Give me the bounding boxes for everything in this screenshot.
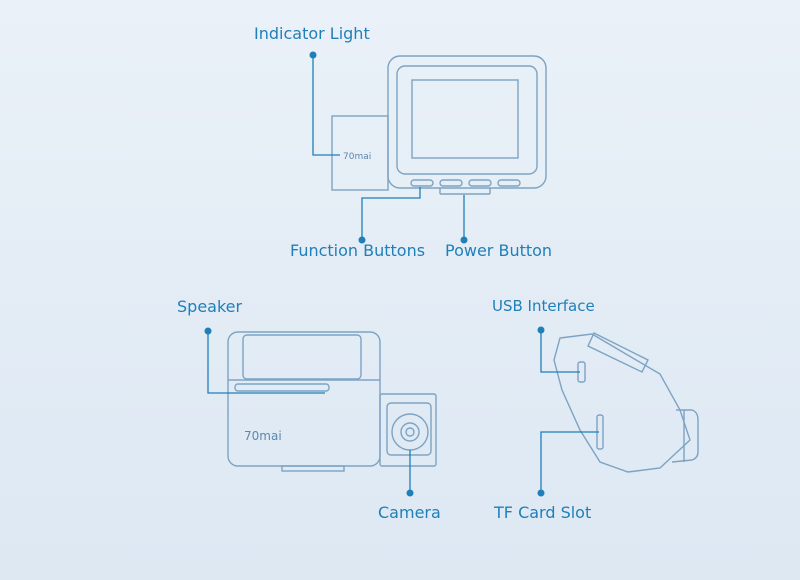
label-function-buttons: Function Buttons xyxy=(290,241,426,260)
callouts-bottom-left xyxy=(207,331,411,493)
label-speaker: Speaker xyxy=(177,297,243,316)
label-usb-interface: USB Interface xyxy=(492,297,595,315)
callout-dot xyxy=(537,326,545,334)
callout-dot xyxy=(537,489,545,497)
callout-dot xyxy=(309,51,317,59)
callout-dot xyxy=(460,236,468,244)
dashcam-front-view xyxy=(227,331,437,472)
label-indicator-light: Indicator Light xyxy=(254,24,370,43)
callouts-top xyxy=(312,55,465,240)
mount xyxy=(242,334,362,380)
side-body xyxy=(553,333,691,473)
function-button xyxy=(410,179,434,187)
label-power-button: Power Button xyxy=(445,241,553,260)
dashcam-side-view xyxy=(553,332,699,473)
label-camera: Camera xyxy=(378,503,441,522)
function-button xyxy=(439,179,463,187)
camera-module xyxy=(379,393,437,467)
power-button-shape xyxy=(497,179,521,187)
camera-lens xyxy=(391,413,429,451)
brand-logo-front: 70mai xyxy=(244,429,282,443)
side-mount xyxy=(587,332,649,373)
device-body-front xyxy=(227,331,381,467)
screen xyxy=(411,79,519,159)
callout-dot xyxy=(406,489,414,497)
callout-dot xyxy=(358,236,366,244)
label-tf-card-slot: TF Card Slot xyxy=(494,503,592,522)
side-lens xyxy=(671,409,699,463)
function-button xyxy=(468,179,492,187)
speaker-grill xyxy=(234,383,330,392)
dashcam-back-view xyxy=(331,55,547,195)
callout-dot xyxy=(204,327,212,335)
brand-logo-top: 70mai xyxy=(343,152,371,162)
callouts-bottom-right xyxy=(540,330,599,493)
device-body xyxy=(387,55,547,189)
